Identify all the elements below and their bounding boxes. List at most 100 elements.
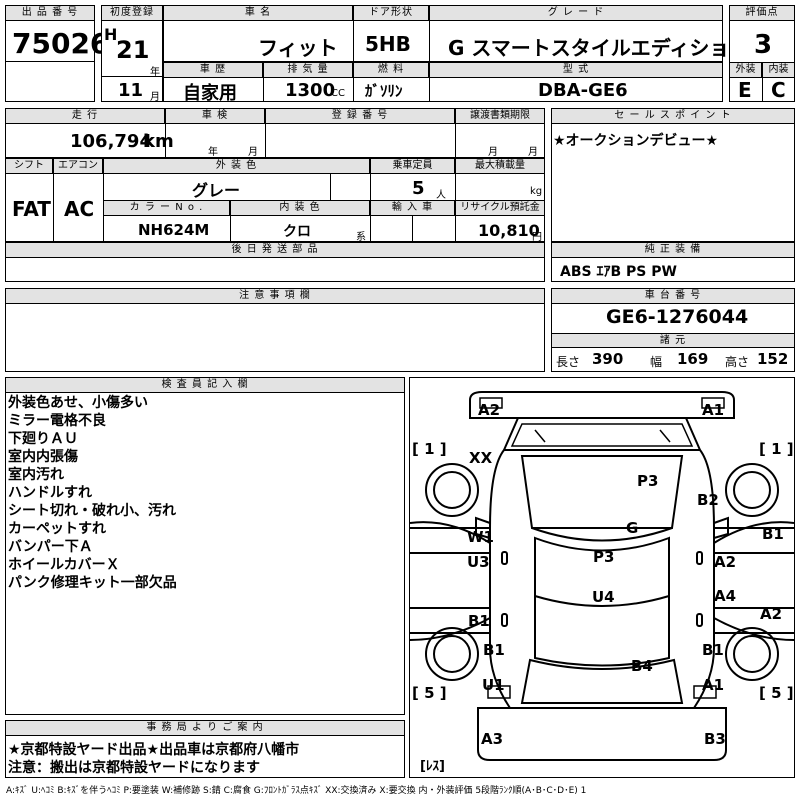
first-reg-header: 初度登録 bbox=[101, 5, 163, 21]
history-header: 車 歴 bbox=[163, 62, 263, 78]
kg-unit: kg bbox=[530, 186, 543, 197]
remark-line: ホイールカバーＸ bbox=[8, 557, 120, 573]
damage-mark: P3 bbox=[637, 472, 659, 490]
damage-diagram: [ 1 ] [ 1 ] [ 5 ] [ 5 ] [ﾚｽ] A2 A1 XX P3… bbox=[409, 377, 795, 778]
tire-bracket-front-left: [ 1 ] bbox=[412, 440, 447, 458]
door-type: 5HB bbox=[365, 32, 411, 56]
import-header: 輸 入 車 bbox=[370, 200, 455, 216]
insp-year-unit: 年 bbox=[208, 147, 218, 158]
remarks-list: 外装色あせ、小傷多い ミラー電格不良 下廻りＡＵ 室内内張傷 室内汚れ ハンドル… bbox=[8, 394, 403, 592]
exterior-grade: E bbox=[738, 78, 752, 102]
capacity-header: 乗車定員 bbox=[370, 158, 455, 174]
sales-point-text: ★オークションデビュー★ bbox=[553, 133, 719, 149]
equipment-header: 純 正 装 備 bbox=[551, 242, 795, 258]
km-unit: km bbox=[143, 131, 174, 152]
inspector-header: 検 査 員 記 入 欄 bbox=[5, 377, 405, 393]
transfer-day-unit: 月 bbox=[528, 147, 538, 158]
era-mark: H bbox=[104, 25, 118, 44]
damage-mark: A3 bbox=[481, 730, 504, 748]
damage-mark: XX bbox=[469, 449, 493, 467]
equipment-value: ABS ｴｱB PS PW bbox=[560, 264, 677, 280]
height-label: 高さ bbox=[725, 355, 750, 369]
width-label: 幅 bbox=[650, 355, 663, 369]
tire-bracket-rear-right: [ 5 ] bbox=[759, 684, 794, 702]
length-value: 390 bbox=[592, 350, 624, 368]
chassis-header: 車 台 番 号 bbox=[551, 288, 795, 304]
model-header: 型 式 bbox=[429, 62, 723, 78]
car-outline-drawing bbox=[410, 391, 794, 761]
door-header: ドア形状 bbox=[353, 5, 429, 21]
ext-color-value: グレー bbox=[192, 181, 241, 200]
fuel-value: ｶﾞｿﾘﾝ bbox=[365, 82, 403, 100]
chassis-value: GE6-1276044 bbox=[606, 306, 749, 328]
grade-header: グ レ ー ド bbox=[429, 5, 723, 21]
year-unit: 年 bbox=[150, 67, 160, 78]
fuel-header: 燃 料 bbox=[353, 62, 429, 78]
remark-line: 下廻りＡＵ bbox=[8, 431, 78, 447]
aircon-value: AC bbox=[64, 197, 95, 221]
int-color-header: 内 装 色 bbox=[230, 200, 370, 216]
damage-mark: B3 bbox=[704, 730, 726, 748]
dims-header: 諸 元 bbox=[551, 333, 795, 348]
transfer-doc-header: 譲渡書類期限 bbox=[455, 108, 545, 124]
remark-line: バンパー下Ａ bbox=[8, 539, 93, 555]
damage-mark: A1 bbox=[702, 401, 725, 419]
displacement-value: 1300 bbox=[285, 80, 336, 101]
legend-text: A:ｷｽﾞ U:ﾍｺﾐ B:ｷｽﾞを伴うﾍｺﾐ P:要塗装 W:補修跡 S:錆 … bbox=[6, 786, 587, 796]
model-value: DBA-GE6 bbox=[538, 80, 628, 101]
person-unit: 人 bbox=[436, 190, 446, 201]
yen-unit: 円 bbox=[532, 232, 542, 243]
reg-month: 11 bbox=[118, 80, 144, 101]
damage-mark: P3 bbox=[593, 548, 615, 566]
lot-number: 75026 bbox=[12, 27, 110, 60]
inspection-header: 車 検 bbox=[165, 108, 265, 124]
displacement-header: 排 気 量 bbox=[263, 62, 353, 78]
rear-parts-header: 後 日 発 送 部 品 bbox=[5, 242, 545, 258]
width-value: 169 bbox=[677, 350, 709, 368]
shift-value: FAT bbox=[12, 197, 51, 221]
remark-line: 室内汚れ bbox=[8, 467, 64, 483]
sales-point-header: セ ー ル ス ポ イ ン ト bbox=[551, 108, 795, 124]
mileage-header: 走 行 bbox=[5, 108, 165, 124]
tire-bracket-front-right: [ 1 ] bbox=[759, 440, 794, 458]
interior-grade: C bbox=[771, 78, 786, 102]
tire-bracket-rear-left: [ 5 ] bbox=[412, 684, 447, 702]
recycle-value: 10,810 bbox=[478, 221, 540, 240]
ext-color-header: 外 装 色 bbox=[103, 158, 370, 174]
damage-mark: A2 bbox=[714, 553, 737, 571]
remark-line: ハンドルすれ bbox=[8, 485, 92, 501]
recycle-header: リサイクル預託金 bbox=[455, 200, 545, 216]
score-value: 3 bbox=[754, 30, 773, 60]
color-no-value: NH624M bbox=[138, 221, 210, 239]
damage-mark: U3 bbox=[467, 553, 490, 571]
damage-mark: A2 bbox=[760, 605, 783, 623]
exterior-header: 外装 bbox=[729, 62, 762, 78]
transfer-month-unit: 月 bbox=[488, 147, 498, 158]
aircon-header: エアコン bbox=[53, 158, 103, 174]
remark-line: ミラー電格不良 bbox=[8, 413, 106, 429]
damage-mark: B2 bbox=[697, 491, 719, 509]
damage-mark: U1 bbox=[482, 676, 505, 694]
reg-no-header: 登 録 番 号 bbox=[265, 108, 455, 124]
reg-year: 21 bbox=[116, 36, 150, 64]
remark-line: 室内内張傷 bbox=[8, 449, 78, 465]
remark-line: 外装色あせ、小傷多い bbox=[8, 395, 148, 411]
color-no-header: カ ラ ー N o . bbox=[103, 200, 230, 216]
office-note-1: ★京都特設ヤード出品★出品車は京都府八幡市 bbox=[8, 742, 300, 758]
shift-header: シフト bbox=[5, 158, 53, 174]
notes-header: 注 意 事 項 欄 bbox=[5, 288, 545, 304]
score-header: 評価点 bbox=[729, 5, 795, 21]
mileage-value: 106,794 bbox=[70, 131, 152, 152]
damage-mark: G bbox=[626, 519, 639, 537]
grade-name: G スマートスタイルエディション bbox=[448, 36, 750, 60]
height-value: 152 bbox=[757, 350, 789, 368]
interior-header: 内装 bbox=[762, 62, 795, 78]
damage-mark: U4 bbox=[592, 588, 615, 606]
lot-no-header: 出 品 番 号 bbox=[5, 5, 95, 21]
month-unit: 月 bbox=[150, 92, 160, 103]
damage-mark: B4 bbox=[631, 657, 653, 675]
remark-line: シート切れ・破れ小、汚れ bbox=[8, 503, 176, 519]
damage-mark: A1 bbox=[702, 676, 725, 694]
history-value: 自家用 bbox=[183, 83, 237, 104]
office-header: 事 務 局 よ り ご 案 内 bbox=[5, 720, 405, 736]
